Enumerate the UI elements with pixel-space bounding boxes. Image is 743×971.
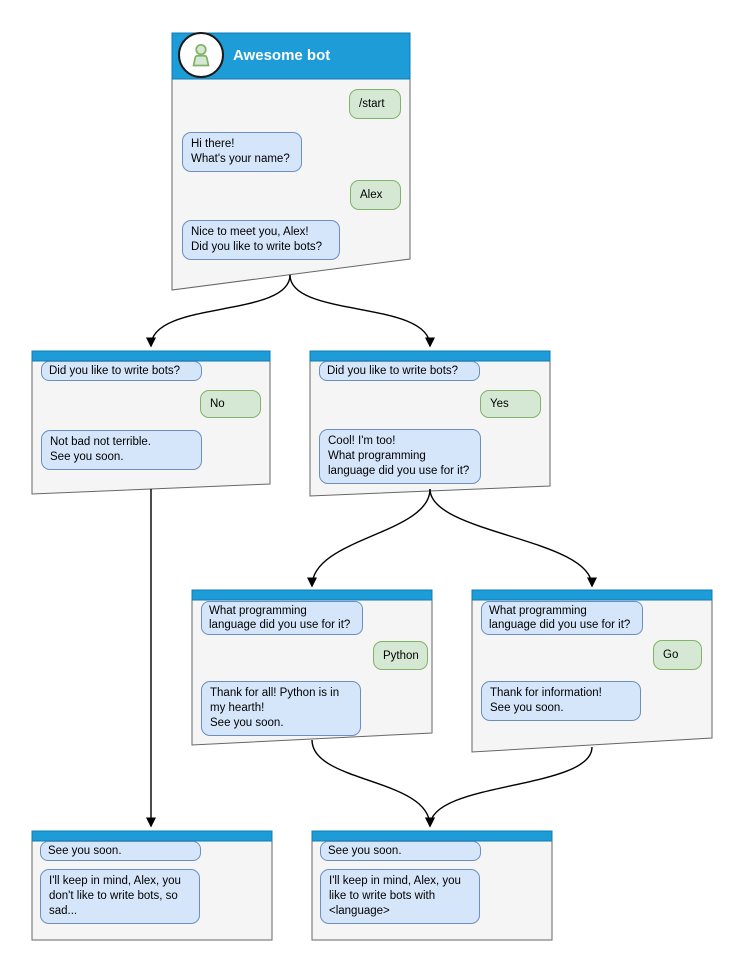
bot-message-bubble: Did you like to write bots? xyxy=(41,361,202,381)
chat-window-header-branch-yes xyxy=(309,350,551,362)
chat-window-header-branch-no xyxy=(31,350,271,362)
user-message-bubble: Python xyxy=(373,641,428,670)
bot-message-bubble: Not bad not terrible. See you soon. xyxy=(41,430,202,470)
chat-window-header-end-language xyxy=(311,830,553,842)
bot-message-bubble: See you soon. xyxy=(40,841,201,861)
edge-go-to-end xyxy=(425,746,593,828)
edge-main-to-no xyxy=(146,274,291,348)
chat-window-header-branch-python xyxy=(191,589,433,601)
bot-message-bubble: Did you like to write bots? xyxy=(319,361,480,381)
edge-yes-to-python xyxy=(307,488,431,588)
user-message-bubble: Yes xyxy=(480,390,541,418)
user-message-bubble: No xyxy=(200,390,261,418)
bot-message-bubble: Hi there! What's your name? xyxy=(182,132,302,172)
bot-message-bubble: What programming language did you use fo… xyxy=(481,601,643,635)
person-icon xyxy=(192,43,210,67)
bot-message-bubble: I'll keep in mind, Alex, you don't like … xyxy=(40,869,200,924)
bot-message-bubble: I'll keep in mind, Alex, you like to wri… xyxy=(320,869,480,924)
chat-window-header-branch-go xyxy=(471,589,713,601)
bot-message-bubble: Thank for all! Python is in my hearth! S… xyxy=(201,681,361,736)
bot-message-bubble: See you soon. xyxy=(320,841,481,861)
edge-main-to-yes xyxy=(289,274,435,348)
bot-message-bubble: Nice to meet you, Alex! Did you like to … xyxy=(182,220,340,260)
bot-message-bubble: What programming language did you use fo… xyxy=(201,601,363,635)
edge-python-to-end xyxy=(311,739,435,828)
chat-window-header-end-no xyxy=(31,830,273,842)
user-message-bubble: /start xyxy=(349,89,401,119)
edge-yes-to-go xyxy=(429,488,597,588)
user-message-bubble: Alex xyxy=(350,180,401,210)
chat-window-title: Awesome bot xyxy=(233,47,331,64)
user-message-bubble: Go xyxy=(653,640,702,670)
bot-message-bubble: Thank for information! See you soon. xyxy=(481,681,641,721)
bot-message-bubble: Cool! I'm too! What programming language… xyxy=(319,429,481,484)
bot-avatar xyxy=(178,32,224,78)
